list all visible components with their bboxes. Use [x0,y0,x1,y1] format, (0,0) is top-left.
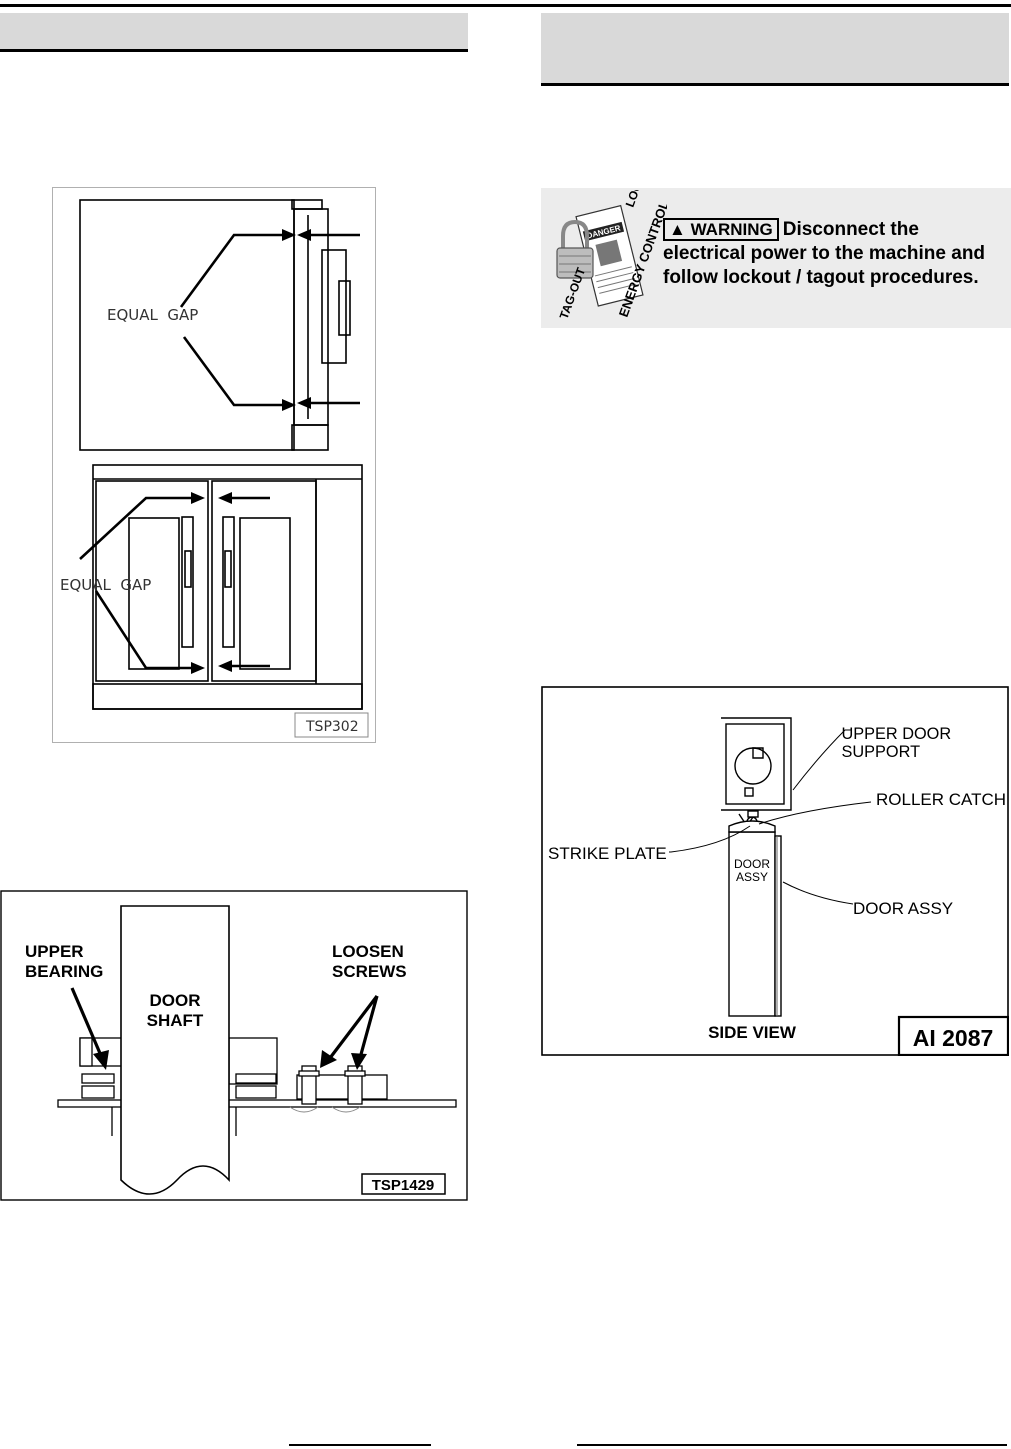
figure-tag-ai2087: AI 2087 [913,1025,994,1051]
warning-line-1: Disconnect the [782,219,919,240]
warning-panel: DANGER LOCK-OUT TAG-OUT ENERGY CONTROL ▲… [541,188,1011,328]
figure-tag-tsp1429: TSP1429 [372,1177,435,1194]
door-shaft-label-1: DOOR [150,991,201,1010]
side-view-label: SIDE VIEW [708,1023,797,1042]
upper-door-support-label-2: SUPPORT [841,742,920,761]
lock-out-label: LOCK-OUT [623,190,658,209]
upper-door-support [721,717,792,811]
door-assy-inner-label-1: DOOR [734,857,770,871]
footer-rule-right [577,1444,1007,1446]
loosen-screws-label-1: LOOSEN [332,942,404,961]
figure-equal-gap: EQUAL GAP EQUAL GAP TSP302 [52,187,376,743]
loosen-screws-label-2: SCREWS [332,962,407,981]
figure-door-shaft: UPPER BEARING DOOR SHAFT LOOSEN SCREWS T… [0,890,468,1201]
upper-bearing-label-2: BEARING [25,962,103,981]
door-assy [728,820,782,1017]
figure-tag-tsp302: TSP302 [305,719,359,735]
warning-line-2: electrical power to the machine and [663,243,986,264]
footer-rule-left [289,1444,431,1446]
upper-door-support-label-1: UPPER DOOR [841,724,951,743]
strike-plate-label: STRIKE PLATE [548,844,667,863]
oven-side-view [79,199,351,451]
bearing-assembly [57,1037,457,1136]
upper-bearing-label-1: UPPER [25,942,84,961]
warning-line-3: follow lockout / tagout procedures. [663,267,979,288]
equal-gap-label-top: EQUAL GAP [107,306,198,324]
equal-gap-label-bottom: EQUAL GAP [60,576,151,594]
roller-catch-label: ROLLER CATCH [876,790,1006,809]
door-shaft-label-2: SHAFT [147,1011,204,1030]
door-assy-label: DOOR ASSY [853,899,953,918]
door-assy-inner-label-2: ASSY [736,870,768,884]
warning-badge: ▲ WARNING [663,218,779,241]
warning-badge-label: WARNING [690,220,773,239]
door-shaft [120,905,230,1195]
figure-side-view: UPPER DOOR SUPPORT ROLLER CATCH STRIKE P… [541,686,1009,1056]
oven-front-view [92,464,363,710]
top-rule [0,4,1011,7]
section-header-left [0,13,468,52]
section-header-right [541,13,1009,86]
lockout-tag-icon: DANGER LOCK-OUT TAG-OUT ENERGY CONTROL [556,190,667,321]
